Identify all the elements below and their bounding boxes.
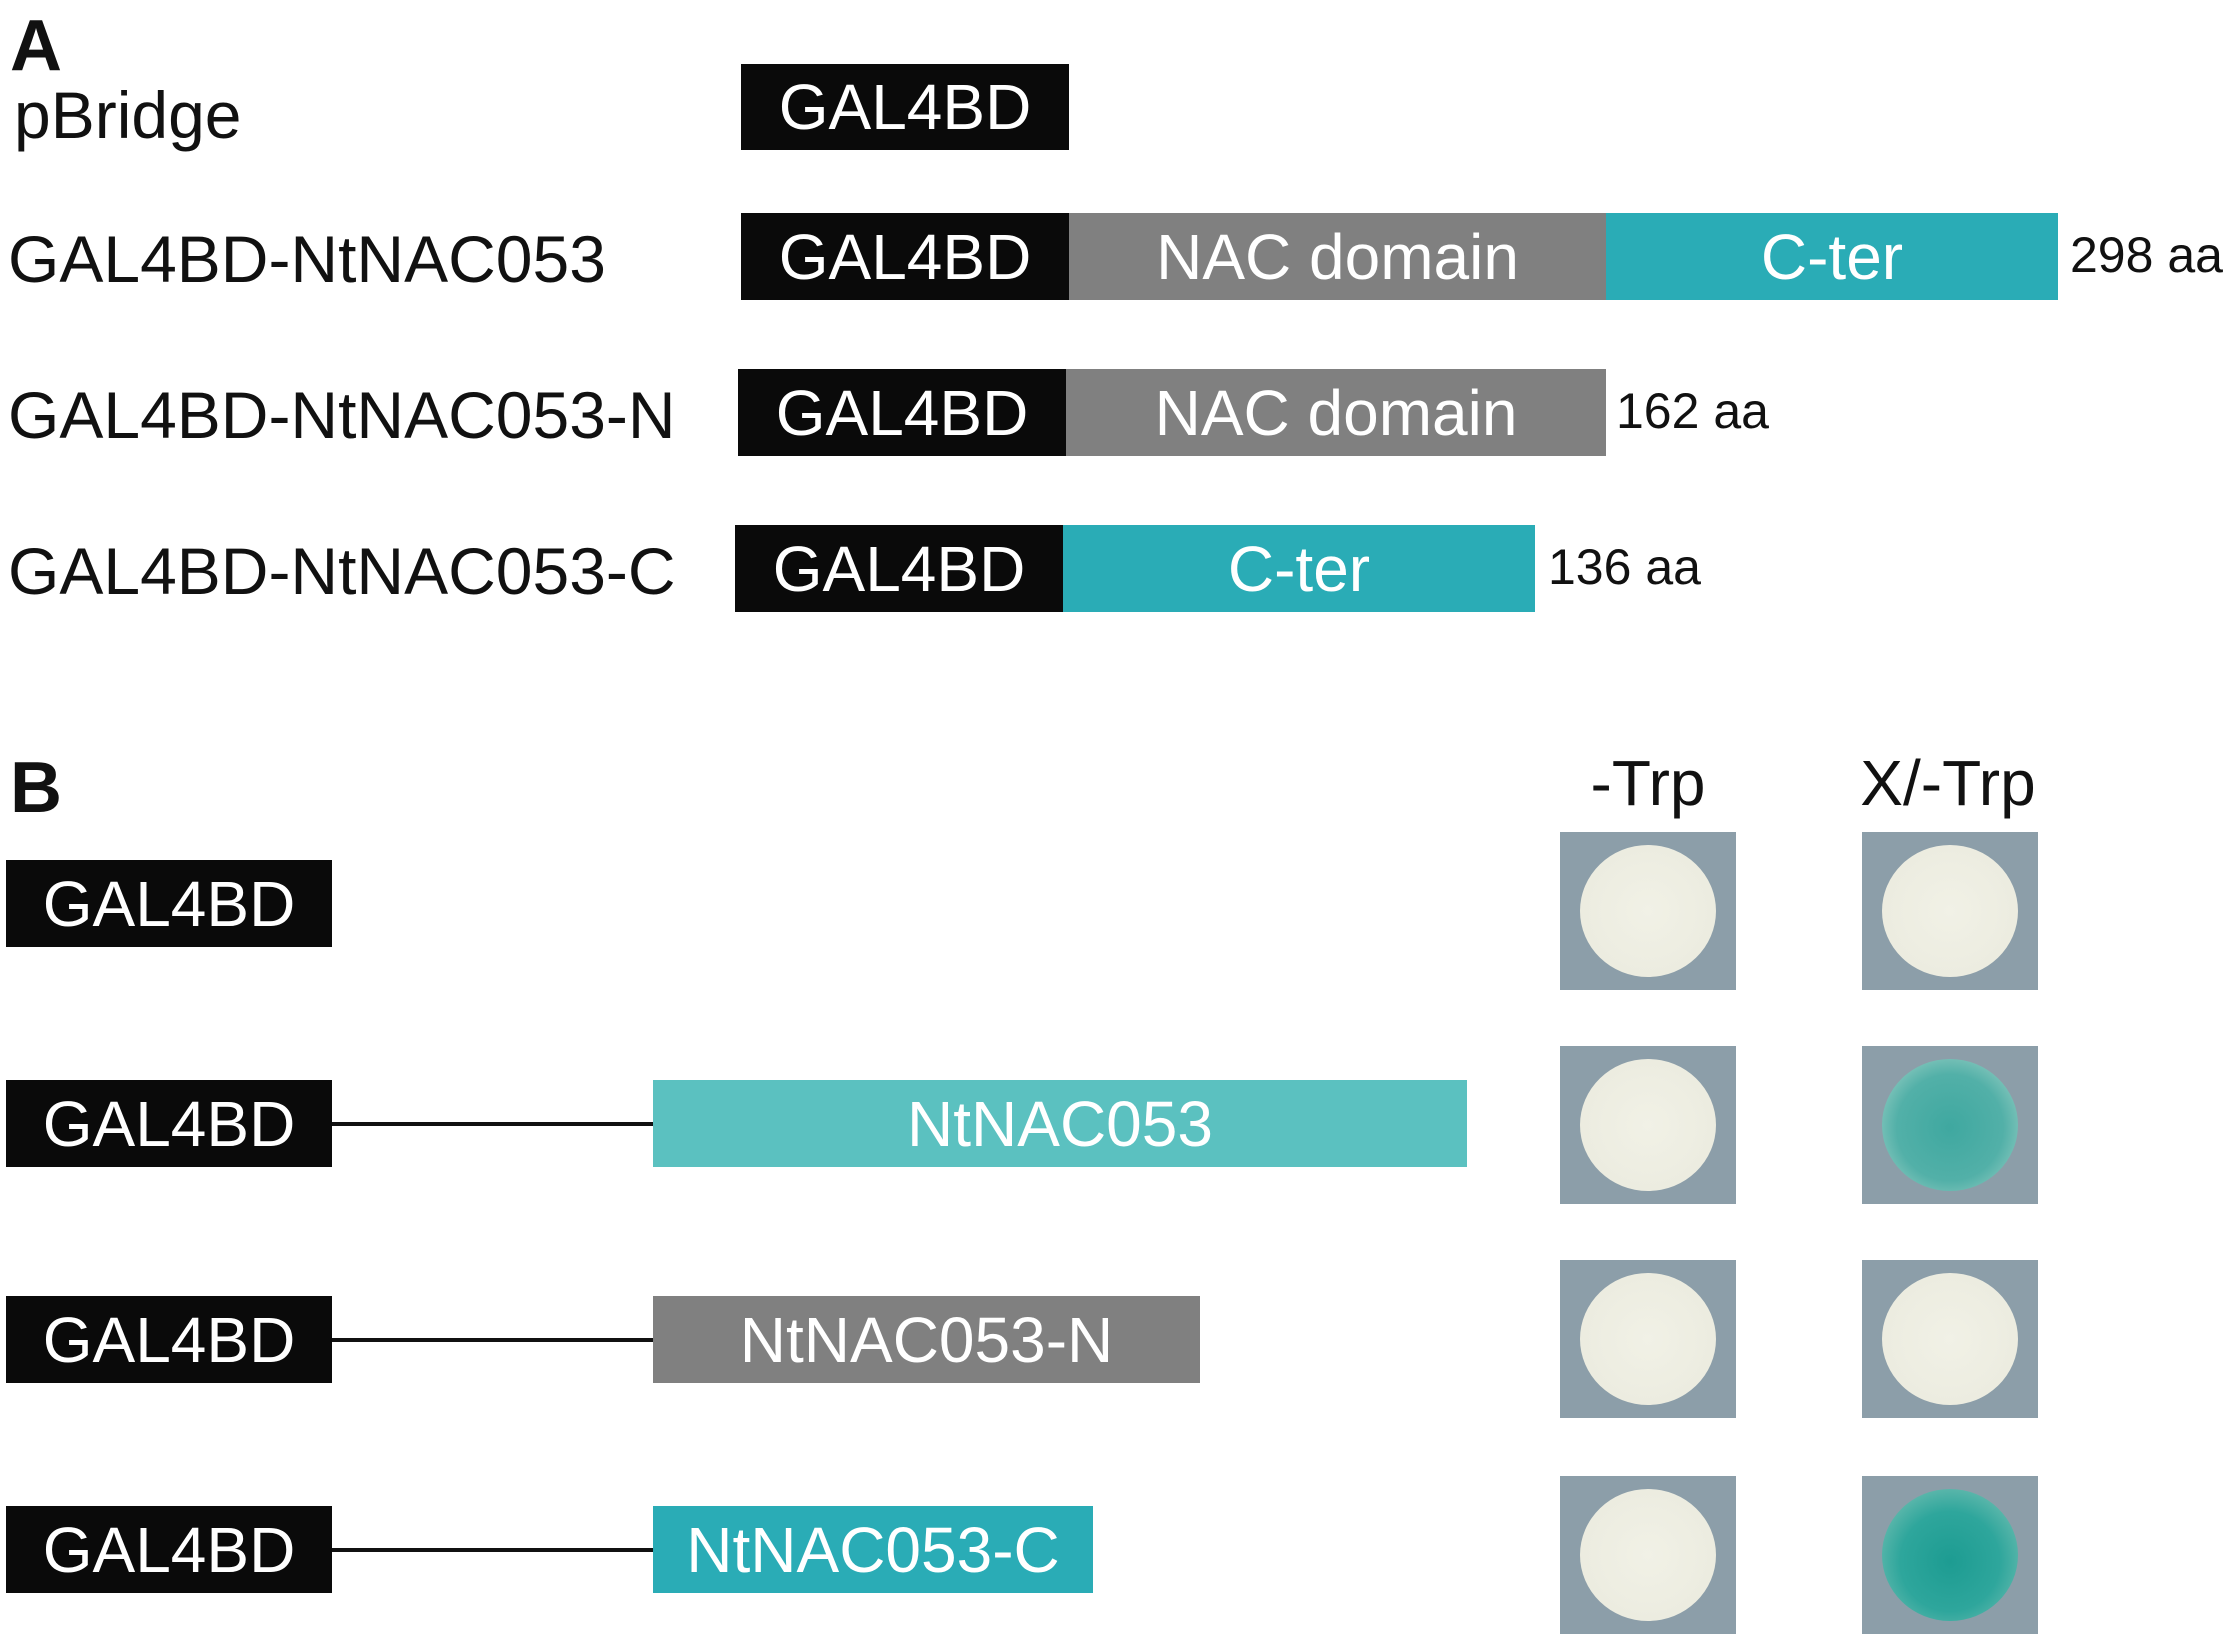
c-ter-segment: C-ter: [1063, 525, 1535, 612]
fusion-box-ntnac053: NtNAC053: [653, 1080, 1467, 1167]
yeast-spot-trp-row2: [1560, 1046, 1736, 1204]
linker-line: [332, 1338, 653, 1342]
yeast-spot-xtrp-row2: [1862, 1046, 2038, 1204]
construct-label-full: GAL4BD-NtNAC053: [8, 222, 606, 296]
yeast-spot-trp-row1: [1560, 832, 1736, 990]
column-header-trp: -Trp: [1590, 747, 1706, 819]
yeast-spot-xtrp-row3: [1862, 1260, 2038, 1418]
panel-b-letter: B: [10, 748, 62, 828]
gal4bd-box: GAL4BD: [6, 860, 332, 947]
nac-domain-segment: NAC domain: [1069, 213, 1606, 300]
gal4bd-segment: GAL4BD: [741, 64, 1069, 150]
length-label: 162 aa: [1616, 383, 1769, 439]
fusion-box-ntnac053-c: NtNAC053-C: [653, 1506, 1093, 1593]
construct-label-pbridge: pBridge: [14, 78, 242, 152]
yeast-spot-xtrp-row1: [1862, 832, 2038, 990]
fusion-box-ntnac053-n: NtNAC053-N: [653, 1296, 1200, 1383]
panel-a-letter: A: [10, 6, 62, 86]
gal4bd-box: GAL4BD: [6, 1296, 332, 1383]
gal4bd-box: GAL4BD: [6, 1506, 332, 1593]
gal4bd-segment: GAL4BD: [735, 525, 1063, 612]
c-ter-segment: C-ter: [1606, 213, 2058, 300]
gal4bd-segment: GAL4BD: [741, 213, 1069, 300]
yeast-spot-xtrp-row4: [1862, 1476, 2038, 1634]
nac-domain-segment: NAC domain: [1066, 369, 1606, 456]
gal4bd-segment: GAL4BD: [738, 369, 1066, 456]
length-label: 136 aa: [1548, 539, 1701, 595]
linker-line: [332, 1122, 653, 1126]
linker-line: [332, 1548, 653, 1552]
length-label: 298 aa: [2070, 227, 2223, 283]
yeast-spot-trp-row3: [1560, 1260, 1736, 1418]
construct-label-n: GAL4BD-NtNAC053-N: [8, 378, 676, 452]
gal4bd-box: GAL4BD: [6, 1080, 332, 1167]
yeast-spot-trp-row4: [1560, 1476, 1736, 1634]
construct-label-c: GAL4BD-NtNAC053-C: [8, 534, 676, 608]
column-header-x-trp: X/-Trp: [1860, 747, 2036, 819]
